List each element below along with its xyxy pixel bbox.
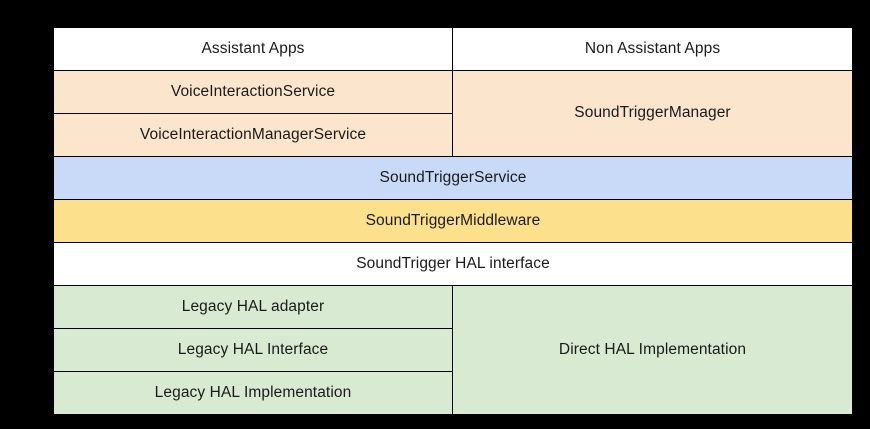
table-row-sound-trigger-service: SoundTriggerService: [53, 156, 853, 200]
table-row-sound-trigger-hal-interface: SoundTrigger HAL interface: [53, 242, 853, 286]
cell-voice-interaction-manager-service: VoiceInteractionManagerService: [53, 113, 453, 157]
table-row-voice-interaction-service: VoiceInteractionService SoundTriggerMana…: [53, 70, 853, 157]
cell-sound-trigger-middleware: SoundTriggerMiddleware: [53, 199, 853, 243]
soundtrigger-architecture-table: Assistant Apps Non Assistant Apps VoiceI…: [53, 27, 853, 415]
table-row-sound-trigger-middleware: SoundTriggerMiddleware: [53, 199, 853, 243]
cell-sound-trigger-service: SoundTriggerService: [53, 156, 853, 200]
cell-assistant-apps: Assistant Apps: [53, 27, 453, 71]
cell-direct-hal-implementation: Direct HAL Implementation: [452, 285, 853, 415]
cell-voice-interaction-service: VoiceInteractionService: [53, 70, 453, 114]
table-row-voice-interaction-manager-service: VoiceInteractionManagerService: [53, 113, 853, 157]
cell-legacy-hal-adapter: Legacy HAL adapter: [53, 285, 453, 329]
table-row-legacy-hal-implementation: Legacy HAL Implementation: [53, 371, 853, 415]
cell-legacy-hal-implementation: Legacy HAL Implementation: [53, 371, 453, 415]
cell-sound-trigger-hal-interface: SoundTrigger HAL interface: [53, 242, 853, 286]
table-row-legacy-hal-interface: Legacy HAL Interface: [53, 328, 853, 372]
table-row-header: Assistant Apps Non Assistant Apps: [53, 27, 853, 71]
cell-non-assistant-apps: Non Assistant Apps: [452, 27, 853, 71]
cell-sound-trigger-manager: SoundTriggerManager: [452, 70, 853, 157]
table-row-legacy-hal-adapter: Legacy HAL adapter Direct HAL Implementa…: [53, 285, 853, 415]
cell-legacy-hal-interface: Legacy HAL Interface: [53, 328, 453, 372]
